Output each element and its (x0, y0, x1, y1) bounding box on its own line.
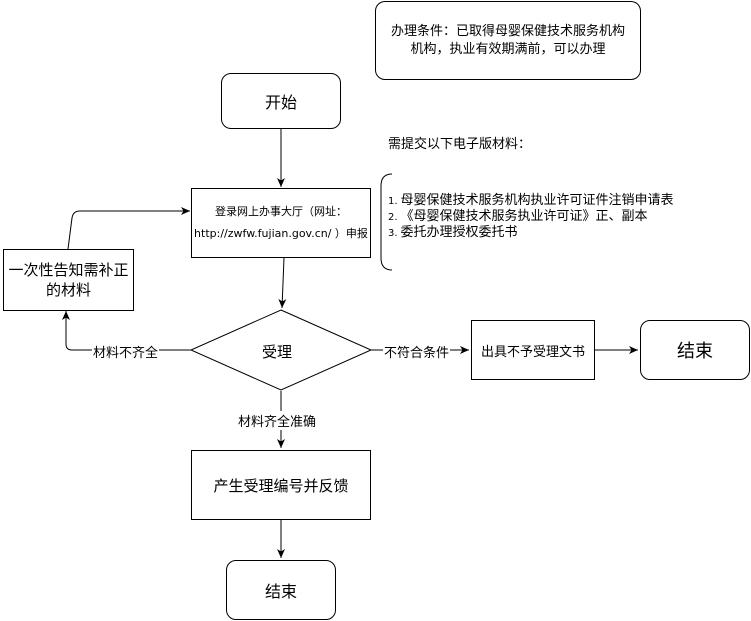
number-node: 产生受理编号并反馈 (191, 450, 371, 520)
reject-node-label: 出具不予受理文书 (480, 344, 585, 360)
start-node: 开始 (221, 73, 341, 129)
materials-list: 1.母婴保健技术服务机构执业许可证件注销申请表 2.《母婴保健技术服务执业许可证… (388, 193, 674, 241)
login-node: 登录网上办事大厅（网址： http://zwfw.fujian.gov.cn/ … (191, 188, 371, 258)
edge-label-incomplete: 材料不齐全 (92, 342, 160, 361)
notify-node-line-1: 一次性告知需补正 (8, 261, 129, 279)
end-node-right-label: 结束 (677, 341, 713, 362)
accept-node-label: 受理 (262, 343, 293, 361)
materials-item-1-text: 母婴保健技术服务机构执业许可证件注销申请表 (400, 193, 674, 208)
edge-notify-to-login (67, 207, 190, 250)
start-node-label: 开始 (264, 93, 297, 112)
edge-accept-to-notify (62, 311, 191, 351)
edge-label-complete: 材料齐全准确 (237, 411, 318, 430)
accept-diamond-shape (189, 309, 373, 391)
materials-item-3-num: 3. (388, 228, 398, 239)
materials-item-3: 3.委托办理授权委托书 (388, 225, 674, 241)
materials-item-2-text: 《母婴保健技术服务执业许可证》正、副本 (400, 209, 648, 224)
login-node-line-1: 登录网上办事大厅（网址： (215, 205, 347, 218)
materials-heading: 需提交以下电子版材料： (388, 133, 532, 152)
notify-node-line-2: 的材料 (45, 281, 91, 299)
notify-node: 一次性告知需补正 的材料 (3, 249, 134, 311)
condition-note-line-2: 机构，执业有效期满前，可以办理 (410, 41, 606, 57)
materials-item-3-text: 委托办理授权委托书 (400, 225, 518, 240)
login-node-line-2: http://zwfw.fujian.gov.cn/ ）申报 (194, 227, 368, 240)
materials-item-1: 1.母婴保健技术服务机构执业许可证件注销申请表 (388, 193, 674, 209)
end-node-bottom-label: 结束 (264, 582, 297, 601)
condition-note-line-1: 办理条件：已取得母婴保健技术服务机构 (390, 23, 625, 39)
materials-item-2-num: 2. (388, 212, 398, 223)
materials-item-2: 2.《母婴保健技术服务执业许可证》正、副本 (388, 209, 674, 225)
edge-label-unqualified: 不符合条件 (383, 342, 451, 361)
end-node-right: 结束 (640, 320, 750, 380)
reject-node: 出具不予受理文书 (471, 320, 595, 380)
condition-note: 办理条件：已取得母婴保健技术服务机构 机构，执业有效期满前，可以办理 (375, 1, 641, 80)
materials-bracket (380, 173, 393, 271)
number-node-label: 产生受理编号并反馈 (213, 476, 349, 495)
edge-login-to-accept (278, 257, 287, 309)
end-node-bottom: 结束 (226, 560, 336, 620)
materials-item-1-num: 1. (388, 196, 398, 207)
